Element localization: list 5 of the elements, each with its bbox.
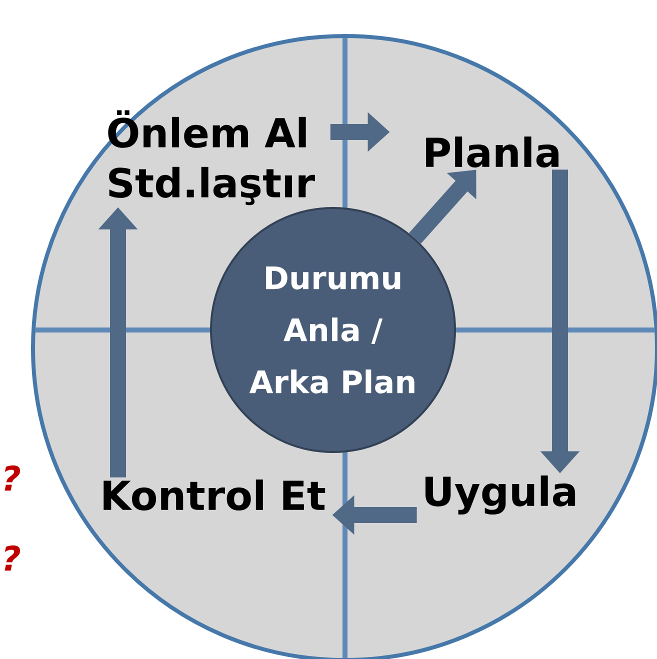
step-label: Uygula	[426, 476, 576, 514]
question-mark: ?	[4, 465, 20, 491]
question-mark: ?	[4, 545, 20, 571]
step-label: Planla	[426, 136, 558, 168]
step-label: Kontrol Et	[104, 480, 326, 510]
